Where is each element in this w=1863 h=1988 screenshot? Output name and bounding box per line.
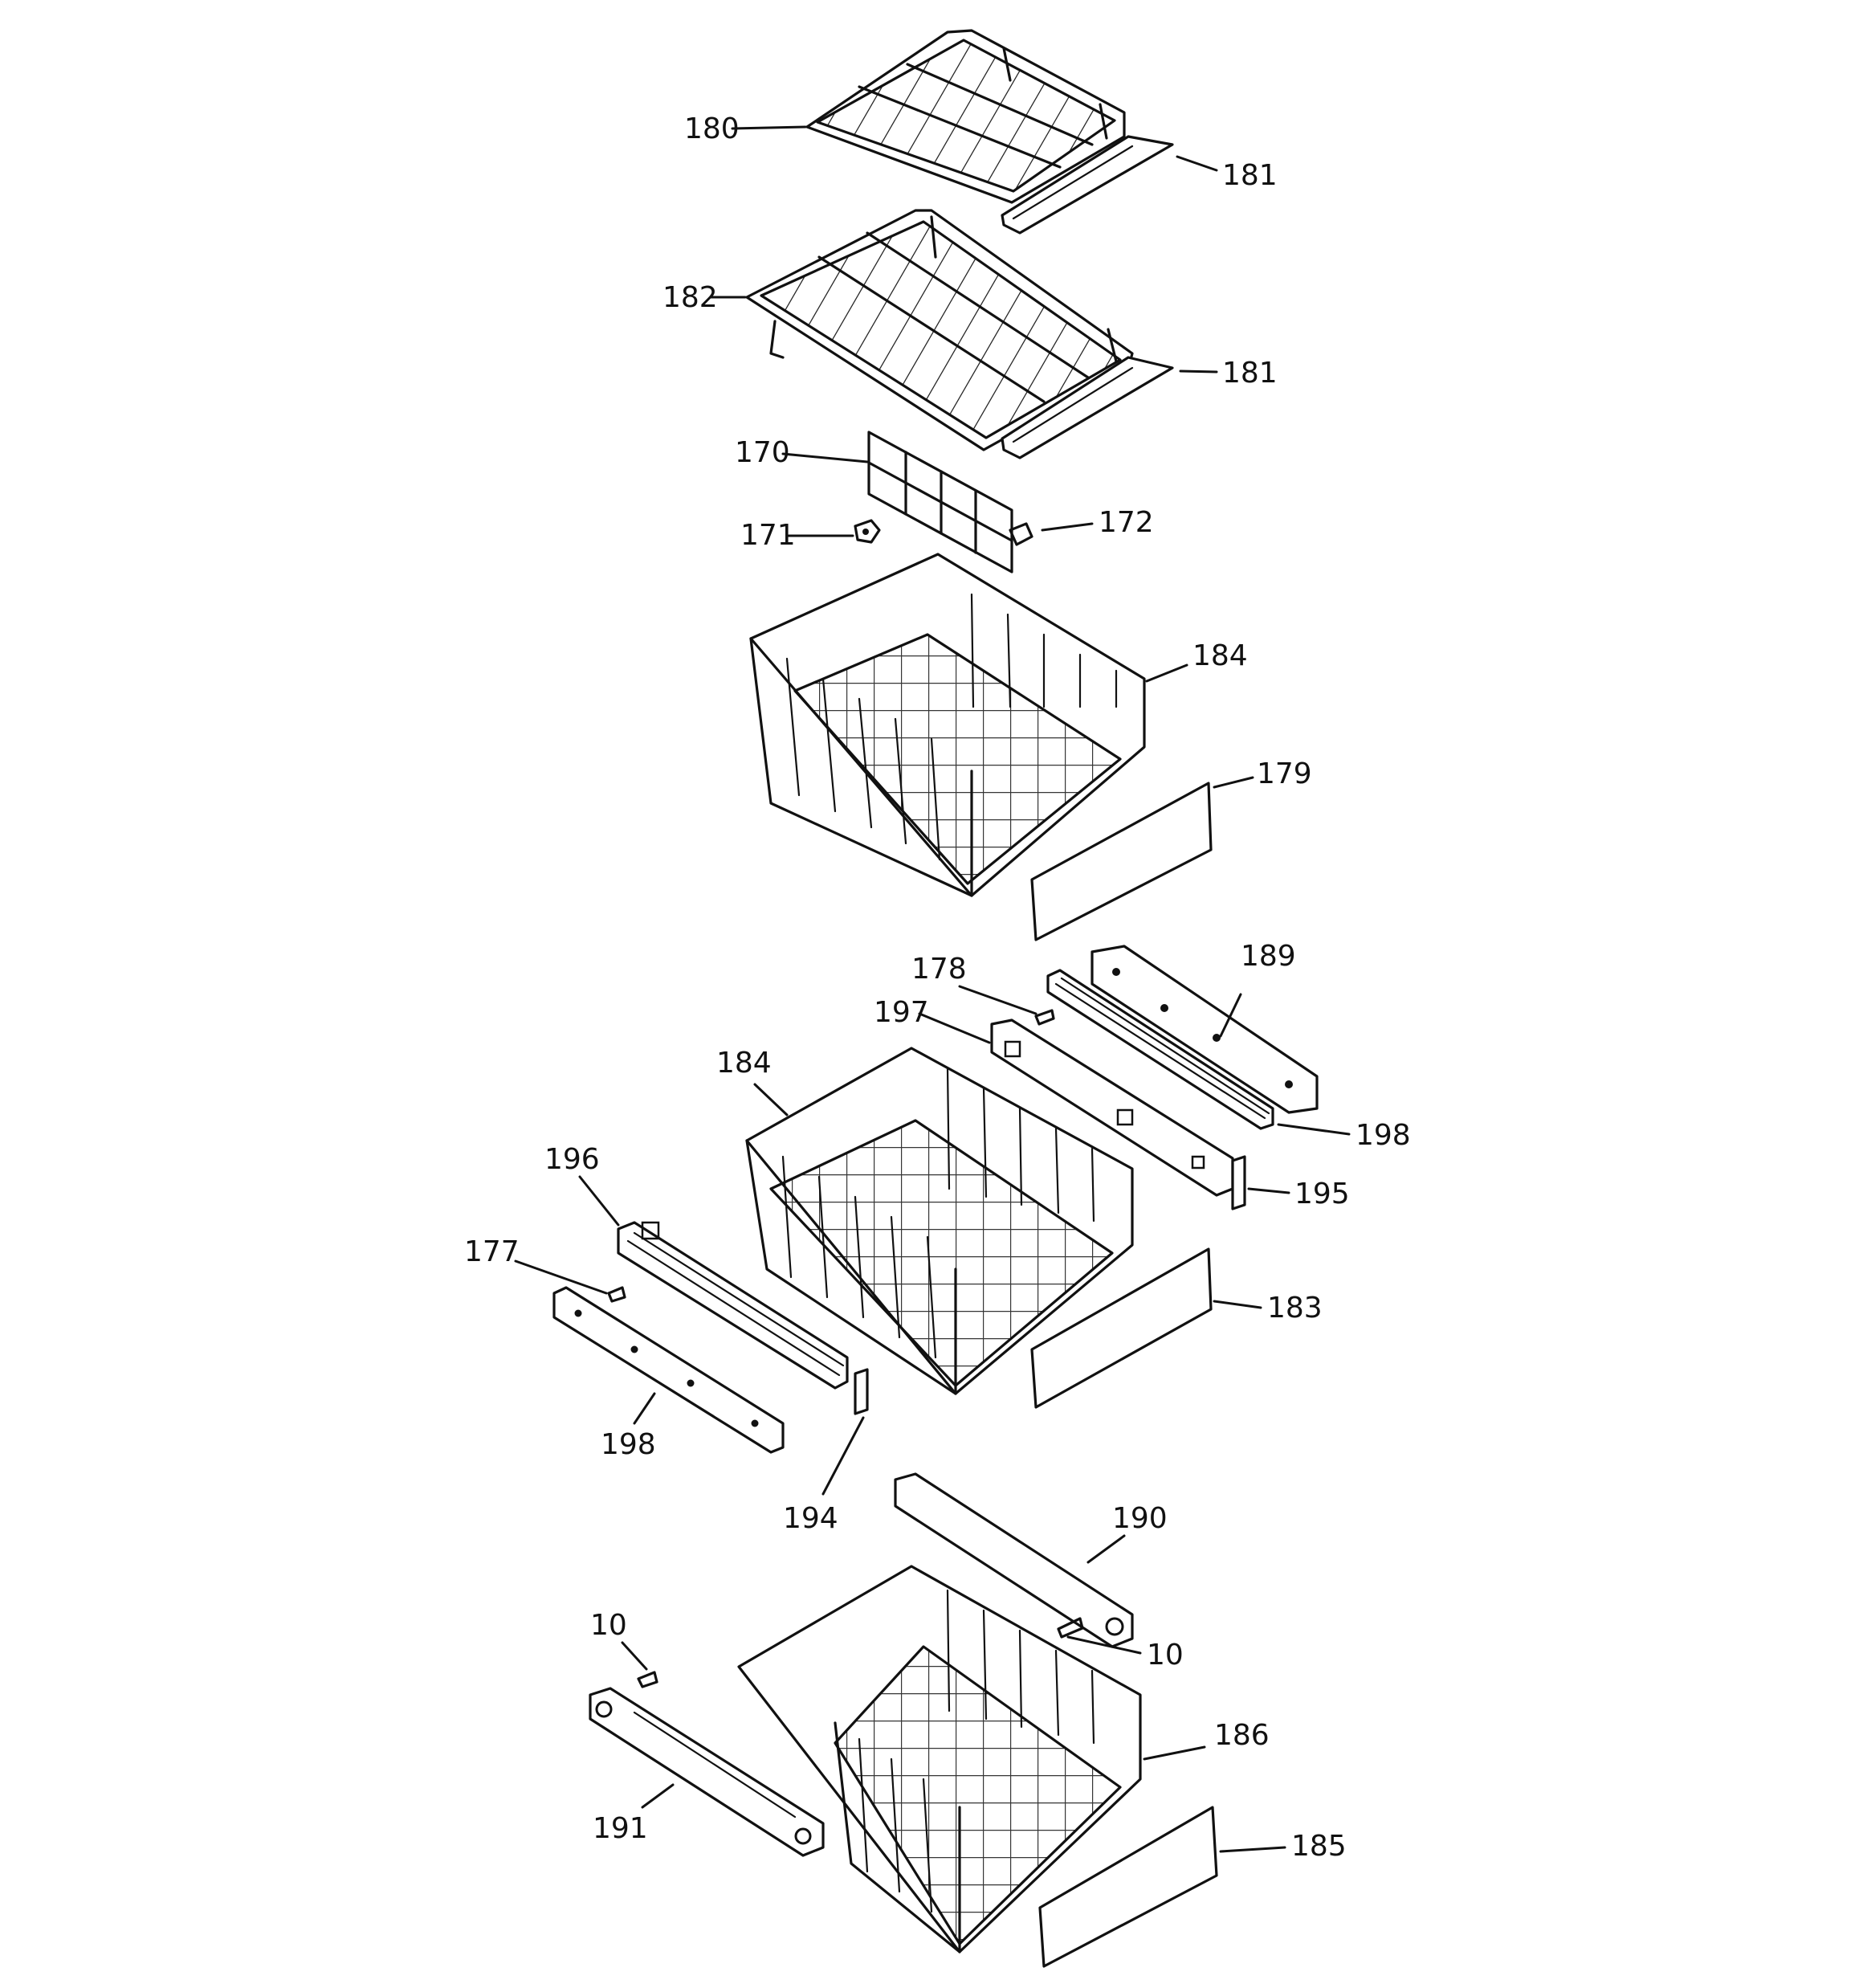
screw-10-right[interactable] bbox=[1057, 1617, 1084, 1639]
basket-front-179[interactable] bbox=[1030, 782, 1213, 941]
clip-172[interactable] bbox=[1009, 522, 1033, 546]
label-177: 177 bbox=[464, 1235, 520, 1268]
label-10-left: 10 bbox=[590, 1609, 627, 1642]
label-194: 194 bbox=[783, 1502, 838, 1535]
label-191: 191 bbox=[593, 1812, 648, 1845]
shelf-trim-181-upper[interactable] bbox=[1001, 135, 1174, 235]
end-cap-194[interactable] bbox=[854, 1368, 869, 1415]
label-181-upper: 181 bbox=[1222, 159, 1278, 192]
screw-177[interactable] bbox=[607, 1286, 626, 1303]
label-10-right: 10 bbox=[1147, 1639, 1184, 1672]
wire-basket-186[interactable] bbox=[737, 1565, 1142, 1953]
part-labels: 180 181 182 181 170 171 172 184 179 178 … bbox=[464, 112, 1411, 1863]
slide-rail-191[interactable] bbox=[589, 1687, 825, 1857]
rail-cover-190[interactable] bbox=[894, 1472, 1134, 1648]
basket-front-183[interactable] bbox=[1030, 1247, 1213, 1409]
clip-171[interactable] bbox=[854, 519, 881, 544]
leader-lines bbox=[514, 125, 1351, 1853]
shelf-trim-181-lower[interactable] bbox=[1001, 356, 1174, 459]
divider-170[interactable] bbox=[867, 431, 1013, 574]
label-179: 179 bbox=[1257, 757, 1312, 790]
wire-shelf-182[interactable] bbox=[745, 209, 1134, 451]
label-186: 186 bbox=[1214, 1719, 1270, 1752]
rail-cover-189[interactable] bbox=[1090, 945, 1319, 1114]
wire-shelf-180[interactable] bbox=[805, 29, 1126, 204]
label-198-right: 198 bbox=[1355, 1119, 1411, 1152]
label-196: 196 bbox=[544, 1143, 600, 1176]
label-182: 182 bbox=[662, 281, 718, 314]
label-171: 171 bbox=[740, 519, 796, 552]
screw-10-left[interactable] bbox=[637, 1671, 658, 1688]
screw-178[interactable] bbox=[1034, 1009, 1055, 1026]
end-cap-195[interactable] bbox=[1231, 1155, 1246, 1210]
label-184-upper: 184 bbox=[1192, 639, 1248, 672]
label-183: 183 bbox=[1267, 1292, 1323, 1325]
basket-front-185[interactable] bbox=[1038, 1806, 1218, 1968]
wire-basket-184-upper[interactable] bbox=[749, 553, 1146, 897]
slide-rail-198-left[interactable] bbox=[552, 1286, 785, 1454]
label-185: 185 bbox=[1291, 1830, 1347, 1863]
label-190: 190 bbox=[1112, 1502, 1168, 1535]
label-178: 178 bbox=[911, 953, 967, 986]
label-195: 195 bbox=[1294, 1178, 1350, 1210]
label-184-middle: 184 bbox=[716, 1047, 772, 1080]
slide-rail-198-right[interactable] bbox=[1046, 969, 1274, 1130]
wire-basket-184-middle[interactable] bbox=[745, 1047, 1134, 1395]
label-197: 197 bbox=[874, 996, 929, 1029]
slide-rail-196[interactable] bbox=[617, 1221, 849, 1390]
label-172: 172 bbox=[1099, 506, 1154, 539]
label-181-lower: 181 bbox=[1222, 357, 1278, 390]
label-198-left: 198 bbox=[601, 1428, 656, 1461]
label-189: 189 bbox=[1241, 940, 1296, 973]
label-170: 170 bbox=[735, 436, 790, 469]
label-180: 180 bbox=[684, 112, 740, 145]
